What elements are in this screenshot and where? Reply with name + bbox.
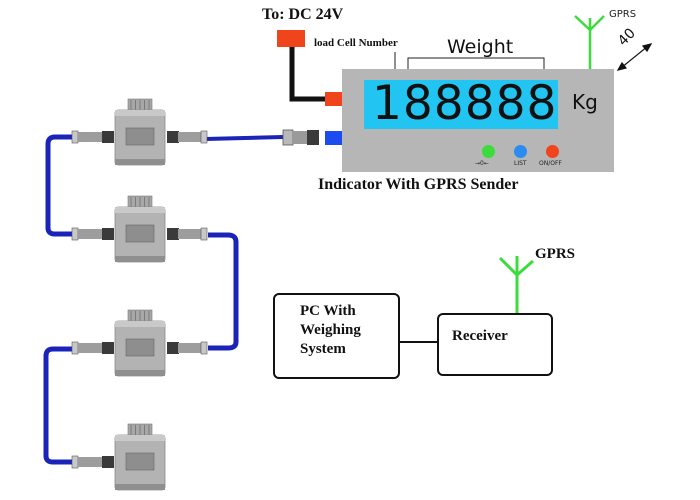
- pc-box: [273, 293, 400, 379]
- indicator-title: Indicator With GPRS Sender: [318, 176, 519, 193]
- receiver-antenna-icon: [498, 256, 534, 313]
- on-off-button-label: ON/OFF: [539, 160, 562, 167]
- weight-annotation: Weight: [447, 36, 514, 58]
- cable-cell3-to-cell4: [43, 346, 72, 465]
- load-cell-3: [71, 309, 208, 377]
- load-cell-number-annotation: load Cell Number: [314, 37, 398, 49]
- indicator-cable-plug: [282, 129, 319, 146]
- power-label: To: DC 24V: [262, 6, 344, 23]
- power-connector: [277, 30, 305, 47]
- indicator-gprs-label: GPRS: [609, 9, 637, 20]
- load-cell-4: [71, 423, 166, 491]
- zero-button[interactable]: [482, 145, 495, 158]
- indicator-loadcell-port: [325, 131, 342, 145]
- display-value: 188888: [372, 76, 558, 131]
- pc-label-line2: Weighing: [300, 322, 361, 338]
- pc-label: PC With Weighing System: [300, 302, 361, 359]
- receiver-box: [437, 313, 553, 376]
- indicator-display: [364, 80, 558, 129]
- on-off-button[interactable]: [546, 145, 559, 158]
- indicator-antenna-icon: [574, 15, 605, 69]
- receiver-gprs-label: GPRS: [535, 246, 576, 262]
- receiver-label: Receiver: [452, 328, 508, 344]
- cable-cell1-to-indicator: [204, 135, 284, 141]
- zero-button-label: →0←: [475, 160, 489, 167]
- cable-cell2-to-cell3: [208, 232, 239, 351]
- load-cell-2: [71, 195, 208, 263]
- cable-cell1-to-cell2: [45, 134, 72, 237]
- display-unit: Kg: [572, 90, 598, 114]
- list-button[interactable]: [514, 145, 527, 158]
- power-cable: [289, 45, 330, 102]
- indicator-power-port: [325, 92, 342, 106]
- pc-label-line3: System: [300, 341, 346, 357]
- pc-label-line1: PC With: [300, 303, 356, 319]
- dimension-arrow-icon: [616, 43, 653, 71]
- load-cell-1: [71, 98, 208, 166]
- list-button-label: LIST: [514, 160, 527, 167]
